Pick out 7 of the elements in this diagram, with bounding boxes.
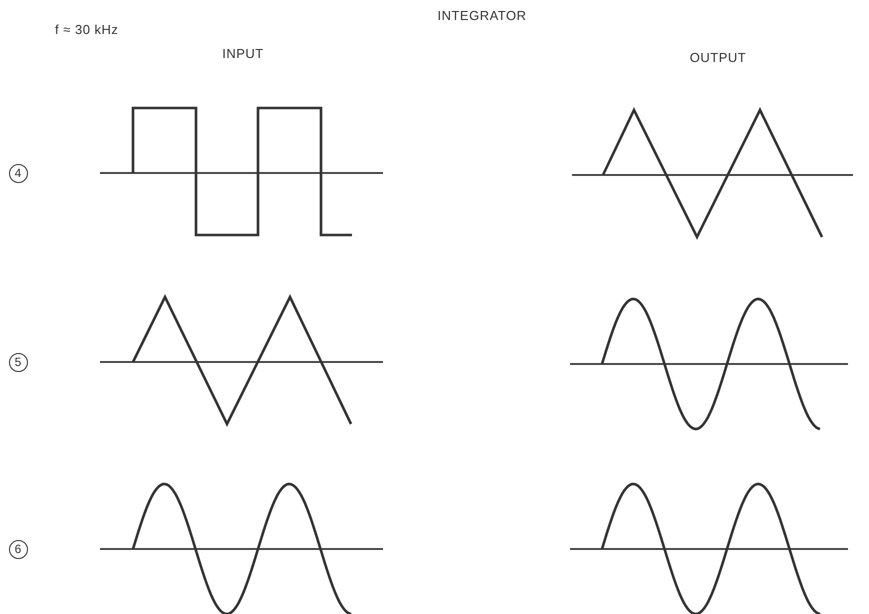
callout-number: 4 [8, 164, 28, 182]
callout-number: 5 [8, 352, 28, 372]
column-heading: INPUT [222, 46, 264, 61]
diagram-title: INTEGRATOR [437, 8, 527, 23]
column-heading: OUTPUT [690, 50, 746, 65]
frequency-note: f ≈ 30 kHz [55, 22, 118, 37]
callout-number: 6 [8, 540, 28, 558]
